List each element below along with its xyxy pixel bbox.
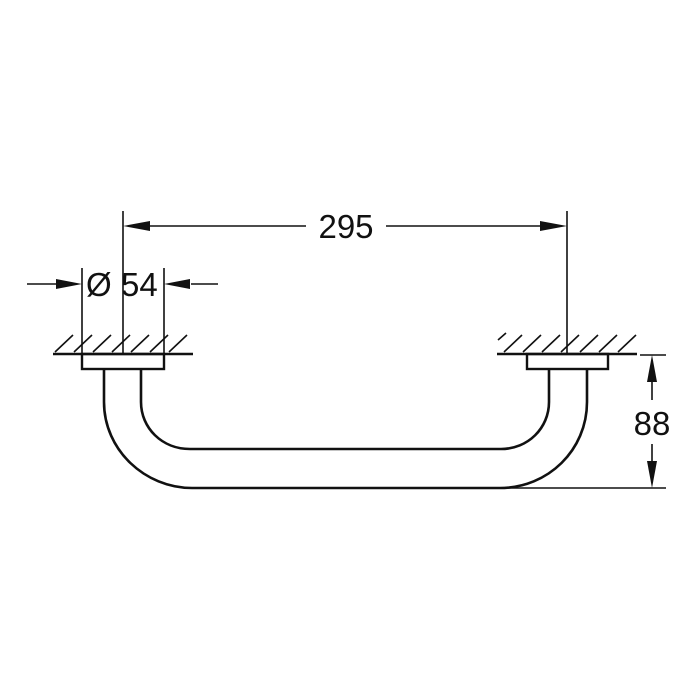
left-wall-hatch — [54, 334, 188, 353]
arrowhead-up — [647, 355, 657, 382]
dimension-295-label: 295 — [318, 208, 373, 245]
dimension-flange-diameter: Ø 54 — [27, 266, 218, 354]
arrowhead-right — [164, 279, 190, 289]
arrowhead-left — [123, 221, 150, 231]
diameter-symbol: Ø — [86, 266, 112, 303]
left-flange — [80, 352, 166, 371]
dimension-54-label: 54 — [121, 266, 158, 303]
arrowhead-left — [56, 279, 82, 289]
bar-outer-outline — [102, 369, 589, 490]
arrowhead-right — [540, 221, 567, 231]
arrowhead-down — [647, 461, 657, 488]
dimension-projection: 88 — [500, 354, 671, 489]
dimension-88-label: 88 — [634, 405, 671, 442]
right-wall-hatch — [497, 332, 637, 353]
bar-inner-outline — [139, 369, 551, 451]
right-flange — [525, 352, 610, 371]
dimension-center-distance: 295 — [122, 208, 568, 354]
